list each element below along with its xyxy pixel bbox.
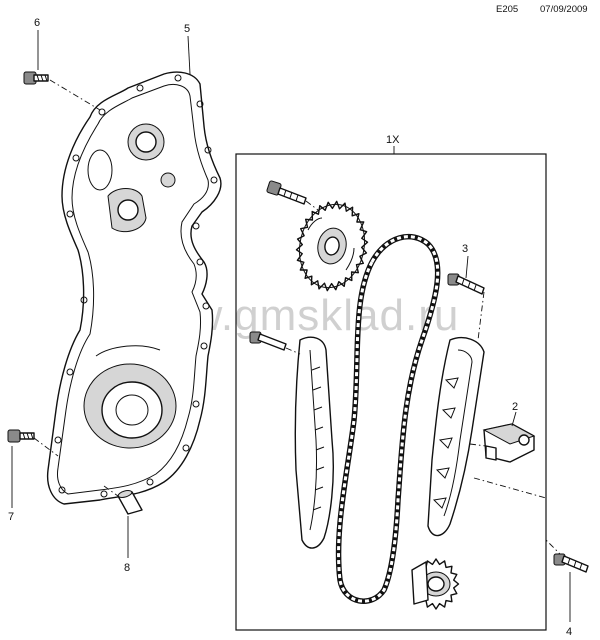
callout-2: 2 [512,401,518,413]
leader-3 [465,255,469,279]
dash-line-7 [33,437,59,457]
callout-3: 3 [462,243,468,255]
bolt-top-left [23,71,49,85]
camshaft-sprocket [295,200,369,292]
callout-6: 6 [34,17,40,29]
diagram-code: E205 [496,4,518,15]
dowel-pin [117,490,143,515]
dash-line-8 [103,485,119,497]
guide-rail-left [294,336,334,549]
leader-2 [511,411,517,427]
dash-line-3 [477,291,485,341]
sprocket-bolt [266,180,307,205]
bolt-lower-right [553,553,589,573]
leader-5 [187,35,191,75]
callout-7: 7 [8,511,14,523]
tensioner-rail-right [427,336,485,537]
chain-tensioner [482,423,536,463]
dash-line-guide [285,347,301,355]
dash-line-4 [473,477,569,563]
dash-line-sprocket [305,200,327,217]
guide-bolt [249,331,287,351]
kit-frame [235,153,547,631]
callout-4: 4 [566,626,572,638]
callout-5: 5 [184,23,190,35]
bolt-upper-right [447,273,485,295]
callout-1x: 1X [386,134,400,146]
diagram-date: 07/09/2009 [540,4,588,15]
dash-line-2 [469,443,487,447]
timing-cover [46,71,222,505]
callout-8: 8 [124,562,130,574]
crankshaft-sprocket [411,558,460,610]
dash-line-6 [49,79,101,111]
timing-chain [335,233,441,604]
bolt-left [7,429,35,443]
